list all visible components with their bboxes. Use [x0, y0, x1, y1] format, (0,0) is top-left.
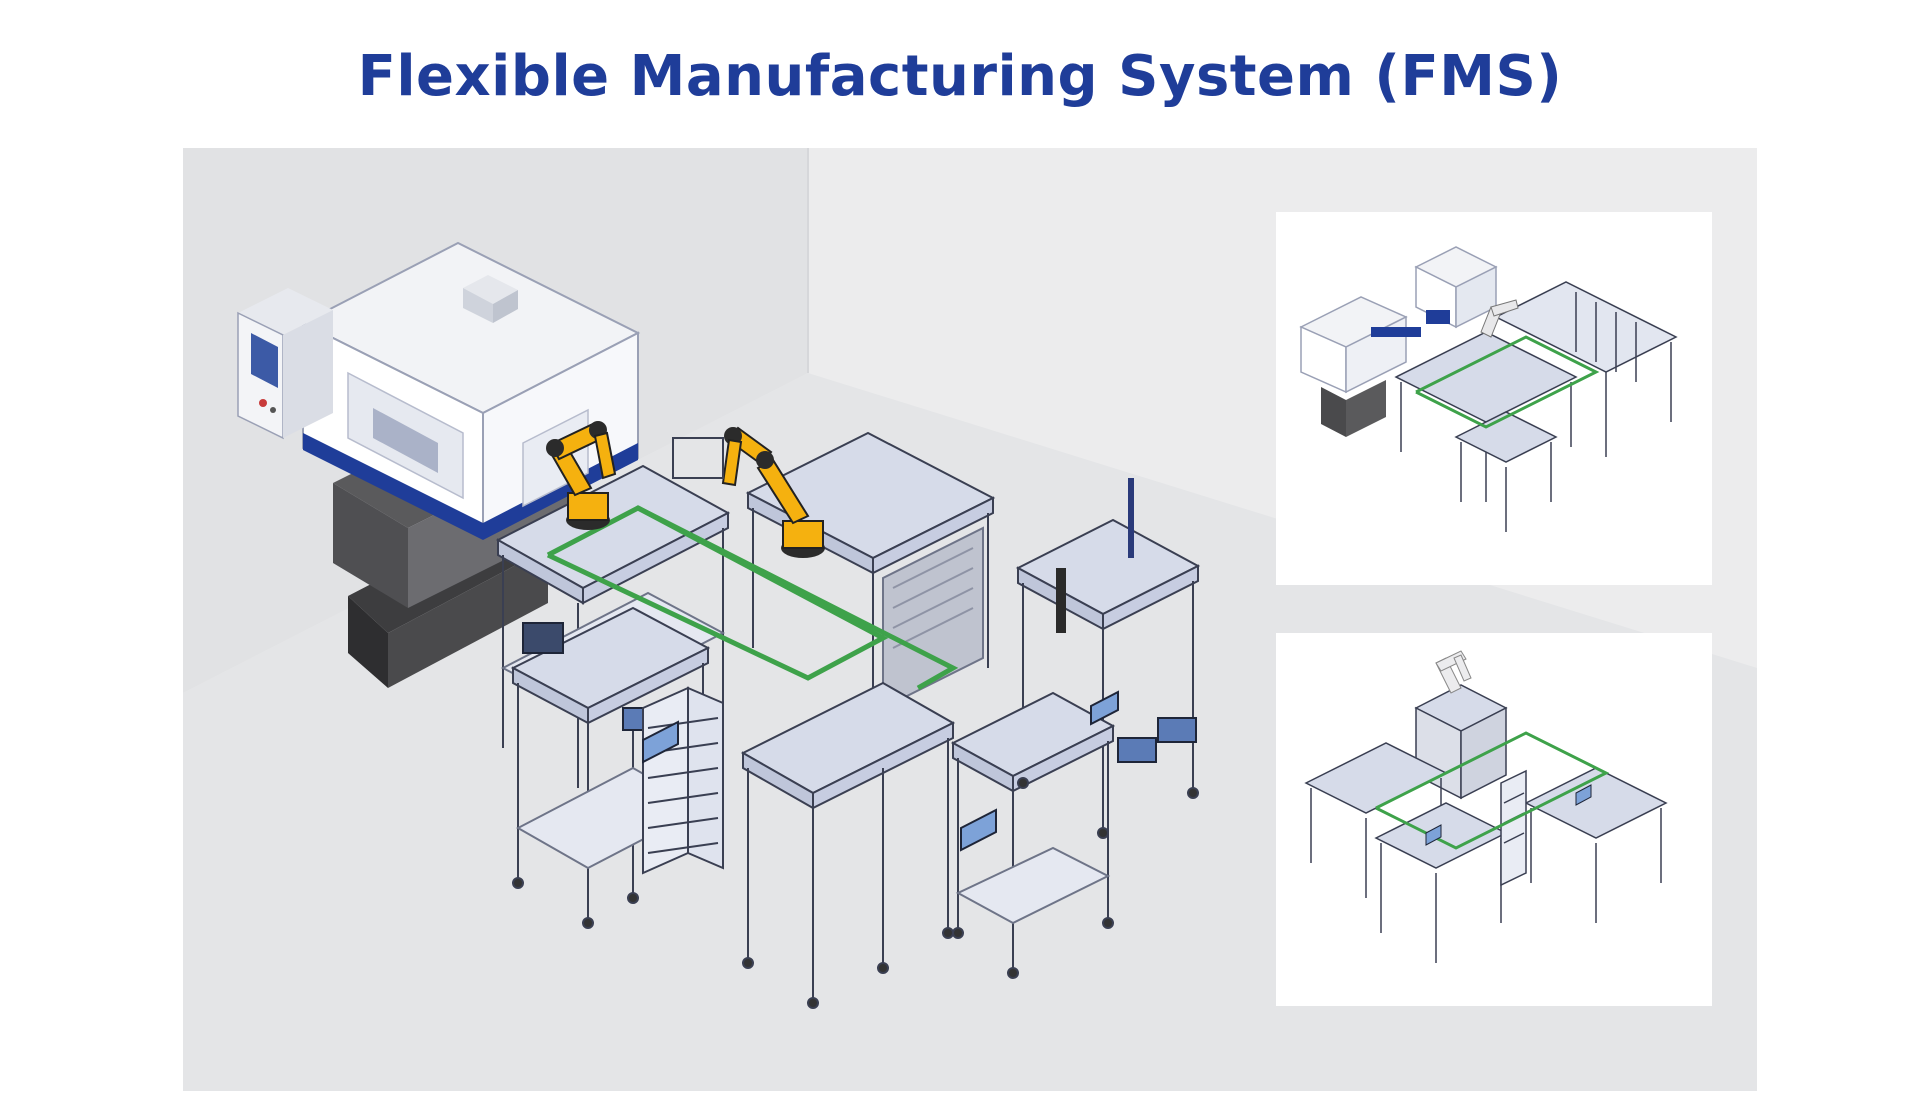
robot-arm-icon	[546, 421, 617, 530]
storage-rack-icon	[642, 686, 724, 875]
robot-arm-icon	[672, 426, 825, 558]
hmi-panel-icon	[642, 690, 1119, 852]
cnc-machine-icon	[1299, 246, 1498, 437]
robot-arm-icon	[1480, 299, 1519, 338]
right-workstation-frames	[950, 478, 1201, 979]
central-workstation-frames	[740, 431, 996, 1009]
fms-layout-view-1	[1276, 212, 1712, 585]
hmi-panel-icon	[1425, 784, 1592, 846]
conveyor-icon	[1415, 335, 1600, 429]
robot-arm-icon	[1435, 650, 1472, 694]
fms-layout-view-2	[1276, 633, 1712, 1006]
page-title: Flexible Manufacturing System (FMS)	[357, 44, 1563, 109]
workstation-frames	[1304, 684, 1668, 963]
